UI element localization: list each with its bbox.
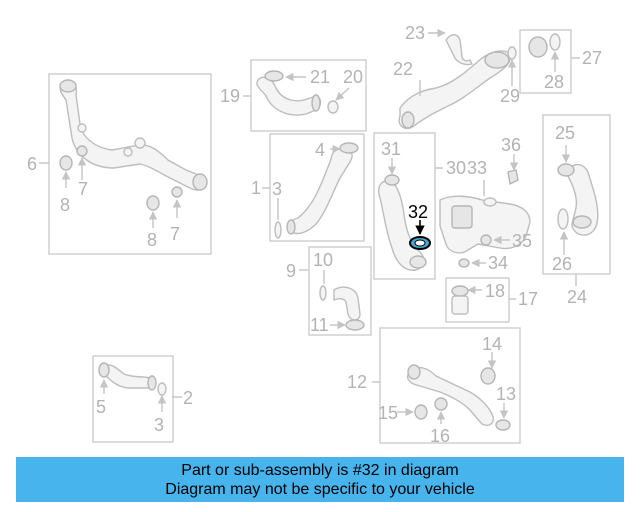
callout-5: 5 bbox=[96, 397, 106, 417]
callout-29: 29 bbox=[500, 86, 520, 106]
callout-35: 35 bbox=[512, 231, 532, 251]
callout-13: 13 bbox=[496, 384, 516, 404]
leader-lines bbox=[39, 28, 580, 424]
callout-22: 22 bbox=[393, 59, 413, 79]
callout-26: 26 bbox=[552, 254, 572, 274]
callout-31: 31 bbox=[381, 139, 401, 159]
callout-10: 10 bbox=[313, 250, 333, 270]
part-36 bbox=[507, 169, 519, 186]
callout-19: 19 bbox=[220, 86, 240, 106]
part-34 bbox=[458, 258, 470, 268]
callout-4: 4 bbox=[315, 140, 325, 160]
part-3-ring bbox=[157, 382, 167, 396]
part-16 bbox=[434, 397, 448, 411]
callout-20: 20 bbox=[343, 67, 363, 87]
group-box-27 bbox=[519, 29, 572, 94]
callout-numbers: 6 7 8 8 7 19 21 20 1 3 4 9 10 11 2 5 3 2… bbox=[27, 23, 602, 446]
callout-18: 18 bbox=[485, 281, 505, 301]
part-15 bbox=[414, 404, 428, 420]
part-13-ring bbox=[495, 419, 511, 431]
callout-32-highlighted: 32 bbox=[408, 202, 428, 222]
callout-24: 24 bbox=[567, 287, 587, 307]
callout-23: 23 bbox=[405, 23, 425, 43]
callout-16: 16 bbox=[430, 426, 450, 446]
callout-12: 12 bbox=[347, 372, 367, 392]
callout-28: 28 bbox=[544, 72, 564, 92]
callout-9: 9 bbox=[286, 261, 296, 281]
part-25-clamp bbox=[557, 163, 575, 177]
info-banner: Part or sub-assembly is #32 in diagram D… bbox=[16, 457, 624, 502]
part-8-upper bbox=[59, 155, 73, 171]
group-box-17 bbox=[445, 277, 510, 323]
callout-27: 27 bbox=[582, 48, 602, 68]
callout-11: 11 bbox=[310, 315, 329, 335]
parts-diagram: 6 7 8 8 7 19 21 20 1 3 4 9 10 11 2 5 3 2… bbox=[27, 23, 611, 446]
callout-34: 34 bbox=[488, 253, 508, 273]
part-35 bbox=[480, 234, 492, 246]
callout-3-upper: 3 bbox=[272, 179, 282, 199]
part-10-oring bbox=[319, 285, 327, 301]
part-31-clamp bbox=[384, 174, 400, 186]
callout-25: 25 bbox=[555, 123, 575, 143]
part-29 bbox=[507, 46, 517, 60]
part-14 bbox=[480, 367, 496, 385]
callout-6: 6 bbox=[27, 154, 37, 174]
callout-36: 36 bbox=[501, 135, 521, 155]
banner-line-2: Diagram may not be specific to your vehi… bbox=[165, 480, 475, 498]
part-3-oring bbox=[274, 221, 282, 239]
part-20 bbox=[327, 100, 339, 114]
banner-line-1: Part or sub-assembly is #32 in diagram bbox=[181, 461, 459, 479]
callout-30: 30 bbox=[446, 158, 466, 178]
part-26-ring bbox=[557, 208, 569, 230]
callout-8-lower: 8 bbox=[147, 230, 157, 250]
group-22-23 bbox=[398, 34, 517, 130]
group-box-30 bbox=[373, 132, 436, 280]
part-28-ring bbox=[549, 33, 561, 51]
group-box-24 bbox=[542, 114, 611, 275]
part-8-lower bbox=[146, 195, 160, 211]
group-box-19 bbox=[250, 59, 367, 132]
callout-14: 14 bbox=[482, 334, 502, 354]
group-33 bbox=[439, 169, 531, 268]
callout-3-lower: 3 bbox=[154, 415, 164, 435]
part-18 bbox=[451, 295, 469, 315]
callout-8-upper: 8 bbox=[60, 195, 70, 215]
part-7-upper bbox=[76, 145, 88, 157]
callout-2: 2 bbox=[183, 388, 193, 408]
part-7-lower bbox=[171, 186, 183, 198]
callout-21: 21 bbox=[310, 67, 330, 87]
part-11-clamp bbox=[345, 319, 365, 331]
group-box-9 bbox=[308, 246, 372, 336]
callout-17: 17 bbox=[518, 289, 538, 309]
group-box-6 bbox=[48, 73, 212, 255]
callout-7-upper: 7 bbox=[78, 179, 88, 199]
callout-7-lower: 7 bbox=[170, 224, 180, 244]
group-box-2 bbox=[92, 355, 174, 443]
group-box-12 bbox=[379, 327, 521, 444]
callout-1: 1 bbox=[251, 178, 261, 198]
callout-15: 15 bbox=[378, 403, 398, 423]
callout-33: 33 bbox=[467, 158, 487, 178]
